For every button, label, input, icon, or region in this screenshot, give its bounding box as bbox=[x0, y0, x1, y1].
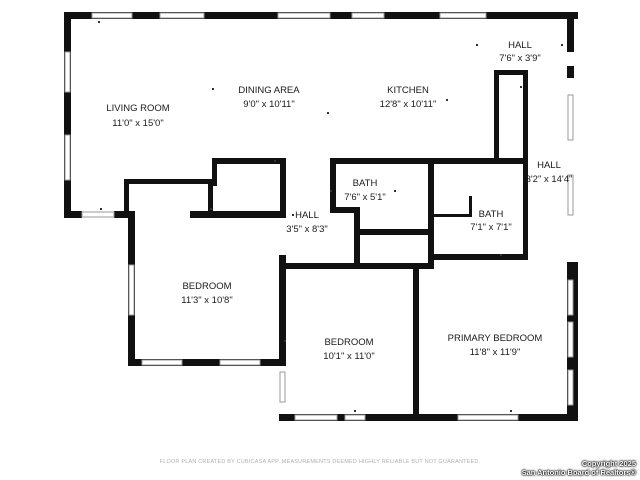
room-name: BEDROOM bbox=[324, 337, 373, 348]
copyright-notice: Copyright 2025 San Antonio Board of Real… bbox=[522, 459, 636, 477]
room-size: 7'6" x 3'9" bbox=[499, 53, 541, 64]
room-primary-bedroom: PRIMARY BEDROOM 11'8" x 11'9" bbox=[448, 333, 543, 358]
room-dining: DINING AREA 9'0" x 10'11" bbox=[238, 85, 300, 110]
room-size: 7'6" x 5'1" bbox=[344, 192, 386, 203]
room-bedroom-1: BEDROOM 11'3" x 10'8" bbox=[181, 281, 232, 306]
room-size: 12'8" x 10'11" bbox=[380, 99, 437, 110]
room-hall-top: HALL 7'6" x 3'9" bbox=[499, 40, 541, 64]
room-size: 3'2" x 14'4" bbox=[526, 174, 573, 185]
room-size: 7'1" x 7'1" bbox=[470, 222, 512, 233]
room-size: 9'0" x 10'11" bbox=[243, 99, 294, 110]
room-name: BATH bbox=[353, 178, 378, 189]
room-name: BEDROOM bbox=[182, 281, 231, 292]
copyright-owner: San Antonio Board of Realtors® bbox=[521, 468, 636, 477]
room-bedroom-2: BEDROOM 10'1" x 11'0" bbox=[323, 337, 374, 362]
room-name: KITCHEN bbox=[387, 85, 429, 96]
room-hall-right: HALL 3'2" x 14'4" bbox=[526, 160, 573, 185]
room-size: 11'8" x 11'9" bbox=[470, 347, 521, 358]
room-kitchen: KITCHEN 12'8" x 10'11" bbox=[380, 85, 437, 110]
room-name: HALL bbox=[537, 160, 561, 171]
dimension-ticks bbox=[98, 21, 563, 412]
room-name: HALL bbox=[508, 40, 532, 51]
copyright-year: Copyright 2025 bbox=[581, 459, 636, 468]
room-living: LIVING ROOM 11'0" x 15'0" bbox=[106, 103, 169, 129]
room-bath-1: BATH 7'6" x 5'1" bbox=[344, 178, 386, 203]
disclaimer-text: FLOOR PLAN CREATED BY CUBICASA APP. MEAS… bbox=[159, 459, 481, 465]
room-size: 11'0" x 15'0" bbox=[112, 118, 163, 129]
room-name: DINING AREA bbox=[238, 85, 300, 96]
room-name: LIVING ROOM bbox=[106, 103, 169, 114]
room-size: 10'1" x 11'0" bbox=[323, 351, 374, 362]
room-name: BATH bbox=[479, 209, 504, 220]
room-name: PRIMARY BEDROOM bbox=[448, 333, 543, 344]
room-name: HALL bbox=[295, 210, 319, 221]
room-bath-2: BATH 7'1" x 7'1" bbox=[470, 209, 512, 233]
windows bbox=[64, 12, 574, 421]
room-size: 3'5" x 8'3" bbox=[286, 224, 328, 235]
room-size: 11'3" x 10'8" bbox=[181, 295, 232, 306]
room-hall-center: HALL 3'5" x 8'3" bbox=[286, 210, 328, 235]
